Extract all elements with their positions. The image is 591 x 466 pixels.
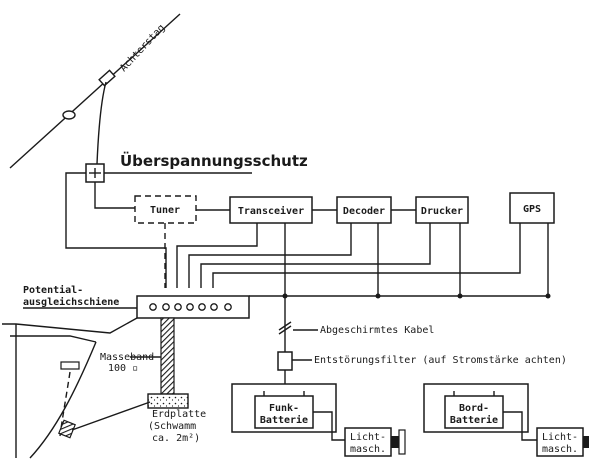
antenna-feed-line — [96, 81, 107, 165]
junction-dots — [282, 293, 551, 299]
drucker-box — [415, 196, 469, 224]
wire-surge-ground — [65, 172, 167, 288]
shielded-cable-label: Abgeschirmtes Kabel — [320, 325, 434, 336]
radio-battery-box — [254, 395, 314, 429]
backstay — [9, 13, 181, 169]
potential-label-line1: Potential- — [23, 284, 83, 296]
wire-surge-tuner — [94, 182, 135, 209]
tuner-box — [134, 195, 197, 224]
decoder-label: Decoder — [343, 206, 385, 217]
insulator-lower — [62, 110, 76, 120]
cable-break-mark — [278, 321, 292, 335]
alternator-a-label-line2: masch. — [350, 444, 386, 455]
gps-box — [509, 192, 555, 224]
radio-battery-label-line1: Funk- — [269, 403, 299, 414]
achterstag-label: Achterstag — [118, 23, 167, 75]
transceiver-label: Transceiver — [238, 205, 304, 217]
bar-terminals — [149, 303, 232, 311]
alternator-b-label-line2: masch. — [542, 444, 578, 455]
earth-plate-label-line2: (Schwamm — [148, 421, 196, 432]
potential-label-line2: ausgleichschiene — [23, 296, 119, 308]
surge-protection-title: Überspannungsschutz — [120, 151, 308, 170]
board-battery-label-line1: Bord- — [459, 403, 489, 414]
masseband-label-line1: Masseband — [100, 352, 154, 363]
tuner-label: Tuner — [150, 205, 180, 216]
board-battery-label-line2: Batterie — [450, 414, 498, 426]
wire-drucker-ground — [200, 223, 431, 288]
alternator-b-shaft — [583, 436, 589, 448]
hull-outline — [2, 317, 151, 459]
alternator-a-pulley — [398, 429, 406, 455]
hull-fitting — [60, 361, 80, 370]
insulator-upper — [98, 69, 116, 87]
hull-earth-plate — [58, 419, 76, 439]
alternator-b-box — [536, 427, 584, 457]
radio-battery-label-line2: Batterie — [260, 414, 308, 426]
drucker-label: Drucker — [421, 206, 463, 217]
earth-plate — [147, 393, 189, 409]
earth-strap — [160, 317, 175, 395]
transceiver-box — [229, 196, 313, 224]
earth-plate-label-line3: ca. 2m²) — [152, 433, 200, 444]
gps-label: GPS — [523, 204, 541, 215]
alternator-b-label-line1: Licht- — [542, 432, 578, 443]
alternator-a-shaft — [391, 436, 399, 448]
interference-filter-box — [277, 351, 293, 371]
interference-filter-label: Entstörungsfilter (auf Stromstärke achte… — [314, 355, 567, 366]
wire-board-alternator — [503, 411, 537, 441]
alternator-a-box — [344, 427, 392, 457]
wire-gps-ground — [212, 223, 521, 288]
earth-plate-label-line1: Erdplatte — [152, 409, 206, 420]
alternator-a-label-line1: Licht- — [350, 432, 386, 443]
masseband-label-line2: 100 ▫ — [108, 363, 138, 374]
wire-decoder-ground — [188, 223, 352, 288]
wire-radio-alternator — [313, 411, 345, 441]
wire-transceiver-ground — [176, 223, 258, 288]
